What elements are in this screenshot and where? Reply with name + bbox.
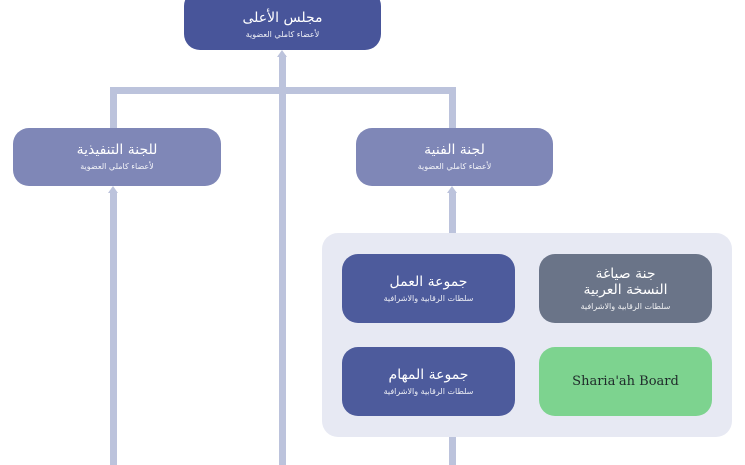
working-group-node[interactable]: جموعة العمل سلطات الرقابية والاشرافية: [342, 254, 515, 323]
executive-committee-node[interactable]: للجنة التنفيذية لأعضاء كاملي العضوية: [13, 128, 221, 186]
node-title: جموعة العمل: [389, 273, 468, 290]
connector-left-drop: [110, 87, 117, 128]
technical-committee-node[interactable]: لجنة الفنية لأعضاء كاملي العضوية: [356, 128, 553, 186]
node-title: للجنة التنفيذية: [76, 142, 158, 158]
node-title: لجنة الفنية: [424, 142, 485, 158]
node-title: جنة صياغة النسخة العربية: [583, 265, 668, 298]
task-group-node[interactable]: جموعة المهام سلطات الرقابية والاشرافية: [342, 347, 515, 416]
connector-right-drop: [449, 87, 456, 128]
arrow-up-icon: [447, 186, 457, 193]
node-subtitle: سلطات الرقابية والاشرافية: [580, 301, 671, 311]
node-subtitle: لأعضاء كاملي العضوية: [417, 162, 492, 171]
connector-left-trunk: [110, 192, 117, 465]
connector-center-trunk: [279, 55, 286, 465]
node-title: مجلس الأعلى: [242, 10, 323, 26]
drafting-committee-node[interactable]: جنة صياغة النسخة العربية سلطات الرقابية …: [539, 254, 712, 323]
sharia-board-node[interactable]: Sharia'ah Board: [539, 347, 712, 416]
node-title: Sharia'ah Board: [572, 373, 679, 389]
node-subtitle: لأعضاء كاملي العضوية: [80, 162, 154, 171]
arrow-up-icon: [108, 186, 118, 193]
arrow-up-icon: [277, 50, 287, 57]
node-title: جموعة المهام: [388, 366, 469, 383]
node-subtitle: سلطات الرقابية والاشرافية: [383, 293, 474, 303]
node-subtitle: لأعضاء كاملي العضوية: [245, 30, 320, 39]
supreme-council-node[interactable]: مجلس الأعلى لأعضاء كاملي العضوية: [184, 0, 381, 50]
node-subtitle: سلطات الرقابية والاشرافية: [383, 386, 474, 396]
